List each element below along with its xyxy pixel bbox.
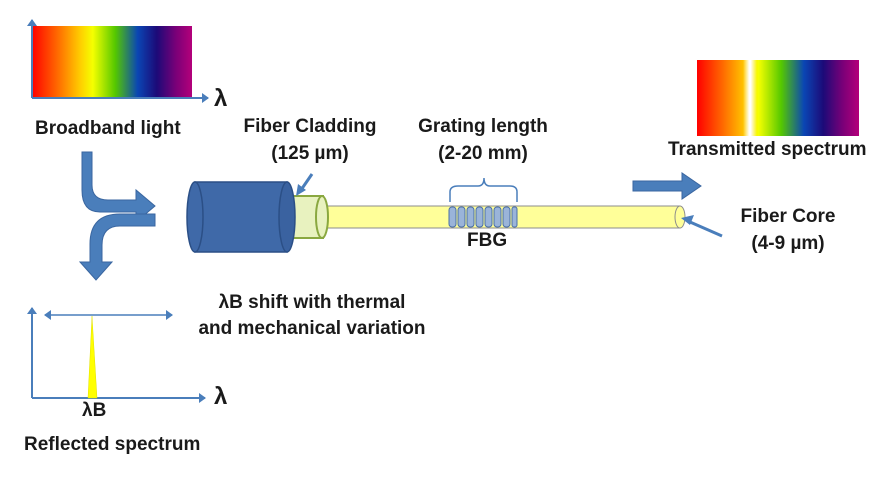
- broadband-axes: [27, 19, 209, 103]
- fiber-core-end: [674, 205, 686, 229]
- fbg-label: FBG: [467, 230, 508, 251]
- cladding-size: (125 µm): [271, 143, 349, 164]
- reflected-axes: [27, 307, 206, 403]
- reflected-lambda-label: λ: [214, 383, 228, 410]
- broadband-lambda-label: λ: [214, 85, 228, 112]
- core-size: (4-9 µm): [751, 233, 825, 254]
- broadband-light-label: Broadband light: [35, 118, 181, 139]
- shift-label: λB shift with thermal and mechanical var…: [176, 292, 448, 340]
- shift-line1: λB shift with thermal: [218, 292, 406, 313]
- fiber-connector: [194, 181, 288, 253]
- fiber-cladding-end: [315, 195, 329, 239]
- broadband-spectrum: [32, 26, 192, 98]
- cladding-label: Fiber Cladding (125 µm): [230, 116, 390, 165]
- fbg-grating: [448, 206, 518, 228]
- input-curved-arrow: [81, 151, 156, 224]
- reflected-spectrum-label: Reflected spectrum: [24, 434, 201, 455]
- grating-length-label: Grating length (2-20 mm): [403, 116, 563, 165]
- reflected-peak: [87, 315, 98, 399]
- fiber-connector-back: [186, 181, 204, 253]
- core-title: Fiber Core: [740, 206, 836, 227]
- fiber-connector-face: [278, 181, 296, 253]
- core-label: Fiber Core (4-9 µm): [718, 206, 858, 255]
- core-pointer: [681, 215, 723, 238]
- cladding-pointer: [296, 173, 314, 196]
- grating-size: (2-20 mm): [438, 143, 528, 164]
- transmitted-spectrum: [697, 60, 859, 136]
- cladding-title: Fiber Cladding: [243, 116, 377, 137]
- transmitted-arrow: [632, 172, 702, 200]
- shift-line2: and mechanical variation: [198, 318, 426, 339]
- transmission-notch: [743, 60, 757, 136]
- grating-bracket: [449, 177, 518, 202]
- grating-title: Grating length: [418, 116, 548, 137]
- transmitted-spectrum-label: Transmitted spectrum: [668, 139, 867, 160]
- lambda-b-peak-label: λB: [82, 400, 107, 421]
- reflected-curved-arrow: [78, 213, 156, 281]
